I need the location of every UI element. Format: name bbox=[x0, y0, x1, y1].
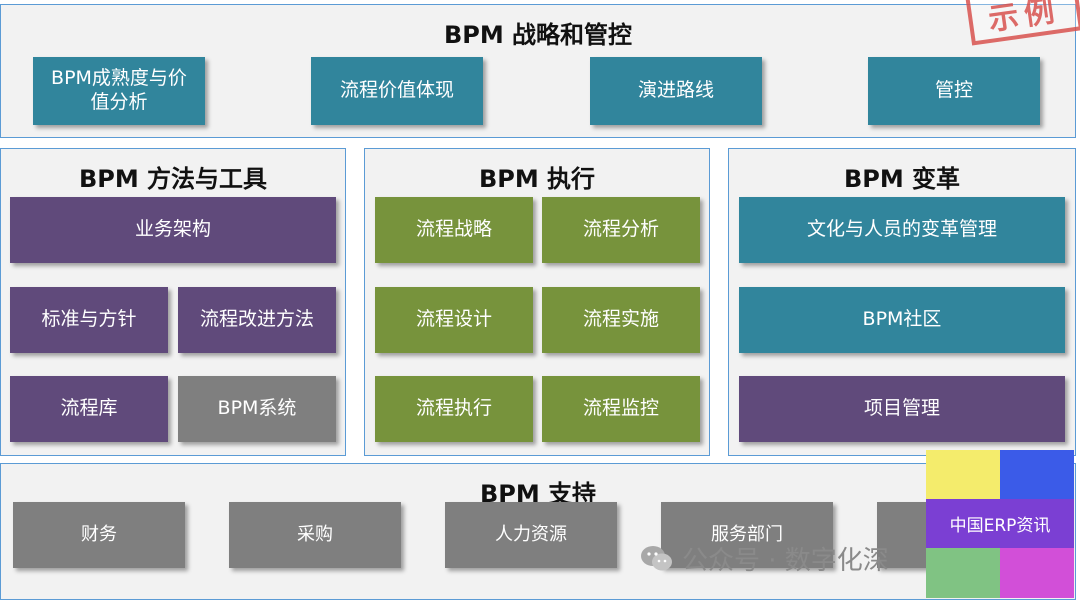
bpm-community-box: BPM社区 bbox=[739, 287, 1065, 353]
process-analysis-box: 流程分析 bbox=[542, 197, 700, 263]
process-improvement-box: 流程改进方法 bbox=[178, 287, 336, 353]
strategy-title: BPM 战略和管控 bbox=[443, 21, 633, 49]
procurement-box: 采购 bbox=[229, 502, 401, 568]
process-design-box: 流程设计 bbox=[375, 287, 533, 353]
bpm-system-box: BPM系统 bbox=[178, 376, 336, 442]
process-execution-box: 流程执行 bbox=[375, 376, 533, 442]
maturity-value-analysis-box: BPM成熟度与价值分析 bbox=[33, 57, 205, 125]
execution-panel: BPM 执行 流程战略 流程分析 流程设计 流程实施 流程执行 流程监控 bbox=[364, 148, 710, 456]
finance-box: 财务 bbox=[13, 502, 185, 568]
wechat-watermark: 公众号 · 数字化深 bbox=[640, 540, 889, 577]
transformation-panel: BPM 变革 文化与人员的变革管理 BPM社区 项目管理 bbox=[728, 148, 1076, 456]
process-implementation-box: 流程实施 bbox=[542, 287, 700, 353]
process-value-box: 流程价值体现 bbox=[311, 57, 483, 125]
culture-change-box: 文化与人员的变革管理 bbox=[739, 197, 1065, 263]
governance-box: 管控 bbox=[868, 57, 1040, 125]
logo-magenta-block bbox=[1000, 548, 1074, 598]
human-resources-box: 人力资源 bbox=[445, 502, 617, 568]
wechat-icon bbox=[640, 545, 674, 573]
process-monitoring-box: 流程监控 bbox=[542, 376, 700, 442]
business-architecture-box: 业务架构 bbox=[10, 197, 336, 263]
logo-text: 中国ERP资讯 bbox=[926, 499, 1074, 548]
strategy-panel: BPM 战略和管控 BPM成熟度与价值分析 流程价值体现 演进路线 管控 bbox=[0, 4, 1076, 138]
watermark-text: 公众号 · 数字化深 bbox=[682, 546, 889, 576]
erp-news-logo: 中国ERP资讯 bbox=[926, 450, 1074, 598]
methods-panel: BPM 方法与工具 业务架构 标准与方针 流程改进方法 流程库 BPM系统 bbox=[0, 148, 346, 456]
logo-green-block bbox=[926, 548, 1000, 598]
logo-yellow-block bbox=[926, 450, 1000, 499]
execution-title: BPM 执行 bbox=[478, 165, 596, 193]
project-management-box: 项目管理 bbox=[739, 376, 1065, 442]
service-department-box: 服务部门 bbox=[661, 502, 833, 568]
transformation-title: BPM 变革 bbox=[843, 165, 961, 193]
logo-blue-block bbox=[1000, 450, 1074, 499]
standards-policies-box: 标准与方针 bbox=[10, 287, 168, 353]
support-panel: BPM 支持 财务 采购 人力资源 服务部门 bbox=[0, 463, 1076, 600]
evolution-roadmap-box: 演进路线 bbox=[590, 57, 762, 125]
process-strategy-box: 流程战略 bbox=[375, 197, 533, 263]
methods-title: BPM 方法与工具 bbox=[78, 165, 268, 193]
process-library-box: 流程库 bbox=[10, 376, 168, 442]
